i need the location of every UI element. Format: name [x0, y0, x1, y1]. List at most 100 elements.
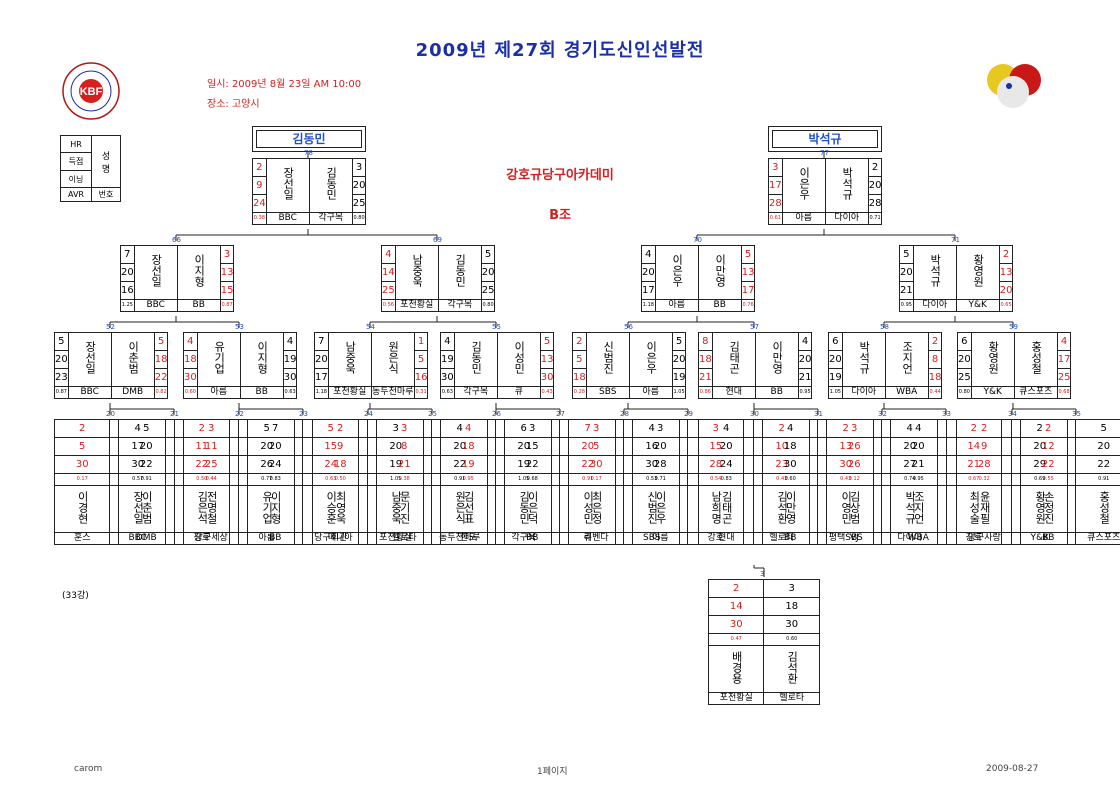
- player-name: 이은우: [782, 159, 825, 213]
- player-avr: 0.28: [573, 387, 587, 399]
- player-name: 황영원: [971, 333, 1014, 387]
- player-club: 아름: [782, 213, 825, 225]
- player-club: BB: [763, 533, 818, 545]
- player-name: 박석규: [842, 333, 885, 387]
- player-score: 20: [633, 438, 688, 456]
- player-name-text: 이은덕: [525, 491, 539, 524]
- match-r3a: 5장선일이춘범5201823220.87BBCDMB0.82: [54, 332, 168, 399]
- player-hr: 1: [414, 333, 428, 351]
- player-club: 매니아: [313, 533, 368, 545]
- player-score: 20: [119, 438, 175, 456]
- player-name-text: 전명철: [204, 491, 218, 524]
- player-hr: 2: [55, 420, 110, 438]
- player-club: 포천황실: [328, 387, 371, 399]
- match-r4d: 5박석규황영원2201321200.95다이아Y&K0.65: [899, 245, 1013, 312]
- player-club: 각구목: [309, 213, 352, 225]
- player-name: 원은식: [371, 333, 414, 387]
- player-avr: 0.17: [55, 474, 110, 486]
- player-name: 홍성철: [1014, 333, 1057, 387]
- player-score: 5: [573, 351, 587, 369]
- player-avr: 0.87: [220, 300, 234, 312]
- player-hr: 7: [248, 420, 303, 438]
- match-r4a: 7장선일이지형3201316151.25BBCBB0.87: [120, 245, 234, 312]
- player-name-text: 이지형: [255, 341, 269, 374]
- player-name: 이지형: [248, 486, 303, 533]
- player-inn: 16: [121, 282, 135, 300]
- player-score: 20: [868, 177, 882, 195]
- player-club: Y&K: [956, 300, 999, 312]
- player-name-text: 장선일: [149, 254, 163, 287]
- player-avr: 0.60: [764, 634, 820, 646]
- player-name-text: 김동민: [453, 254, 467, 287]
- player-inn: 21: [891, 456, 947, 474]
- player-hr: 5: [55, 333, 69, 351]
- player-name-text: 이춘범: [126, 341, 140, 374]
- player-name-text: 남중욱: [343, 341, 357, 374]
- match-r3e: 2신범진이은우552018190.28SBS아름1.05: [572, 332, 686, 399]
- player-avr: 0.61: [769, 213, 783, 225]
- player-club: BB: [1021, 533, 1076, 545]
- player-inn: 18: [313, 456, 368, 474]
- player-name-text: 이성민: [512, 341, 526, 374]
- player-name: 최영욱: [313, 486, 368, 533]
- match-number: 55: [492, 323, 501, 331]
- player-avr: 1.25: [121, 300, 135, 312]
- player-club: 포천황실: [709, 693, 764, 705]
- match-number: 57: [750, 323, 759, 331]
- player-hr: 3: [827, 420, 882, 438]
- player-name: 조지언: [885, 333, 928, 387]
- player-avr: 0.47: [709, 634, 764, 646]
- player-inn: 30: [184, 369, 198, 387]
- player-hr: 2: [709, 580, 764, 598]
- player-avr: 0.63: [283, 387, 297, 399]
- player-club: BB: [248, 533, 303, 545]
- player-club: 훈스: [55, 533, 110, 545]
- player-name-text: 이춘범: [139, 491, 153, 524]
- player-avr: 0.60: [763, 474, 818, 486]
- player-inn: 30: [764, 616, 820, 634]
- player-name-text: 신범진: [601, 341, 615, 374]
- player-score: 13: [999, 264, 1013, 282]
- player-name: 박석규: [825, 159, 868, 213]
- player-avr: 0.91: [119, 474, 175, 486]
- player-inn: 30: [540, 369, 554, 387]
- player-hr: 2: [999, 246, 1013, 264]
- player-name: 유기업: [197, 333, 240, 387]
- player-hr: 4: [184, 333, 198, 351]
- match-r3f: 8김태곤이만영4182021210.86현대BB0.95: [698, 332, 812, 399]
- player-name: 윤재필: [957, 486, 1012, 533]
- player-avr: 0.65: [999, 300, 1013, 312]
- player-hr: 2: [868, 159, 882, 177]
- player-hr: 4: [1057, 333, 1071, 351]
- player-name: 이지형: [177, 246, 220, 300]
- player-name: 이만영: [698, 246, 741, 300]
- player-name-text: 황영원: [986, 341, 1000, 374]
- player-name-text: 최은정: [589, 491, 603, 524]
- player-avr: 0.86: [699, 387, 713, 399]
- player-club: DMB: [111, 387, 154, 399]
- player-hr: 4: [441, 420, 496, 438]
- player-club: 헬로타: [764, 693, 820, 705]
- player-hr: 3: [377, 420, 432, 438]
- player-avr: 1.05: [829, 387, 843, 399]
- player-name: 김동민: [309, 159, 352, 213]
- player-hr: 3: [633, 420, 688, 438]
- player-score: 9: [313, 438, 368, 456]
- player-name: 장선일: [266, 159, 309, 213]
- player-name-text: 박석규: [928, 254, 942, 287]
- player-avr: 0.43: [540, 387, 554, 399]
- player-name-text: 이은우: [670, 254, 684, 287]
- player-name: 김선표: [441, 486, 496, 533]
- player-name-text: 김선표: [461, 491, 475, 524]
- player-inn: 20: [999, 282, 1013, 300]
- player-name-text: 유기업: [212, 341, 226, 374]
- player-name: 김동민: [438, 246, 481, 300]
- player-name-text: 김태곤: [719, 491, 733, 524]
- player-score: 20: [891, 438, 947, 456]
- player-club: DMB: [119, 533, 175, 545]
- player-avr: 0.95: [900, 300, 914, 312]
- player-hr: 3: [184, 420, 239, 438]
- player-name-text: 장선일: [281, 167, 295, 200]
